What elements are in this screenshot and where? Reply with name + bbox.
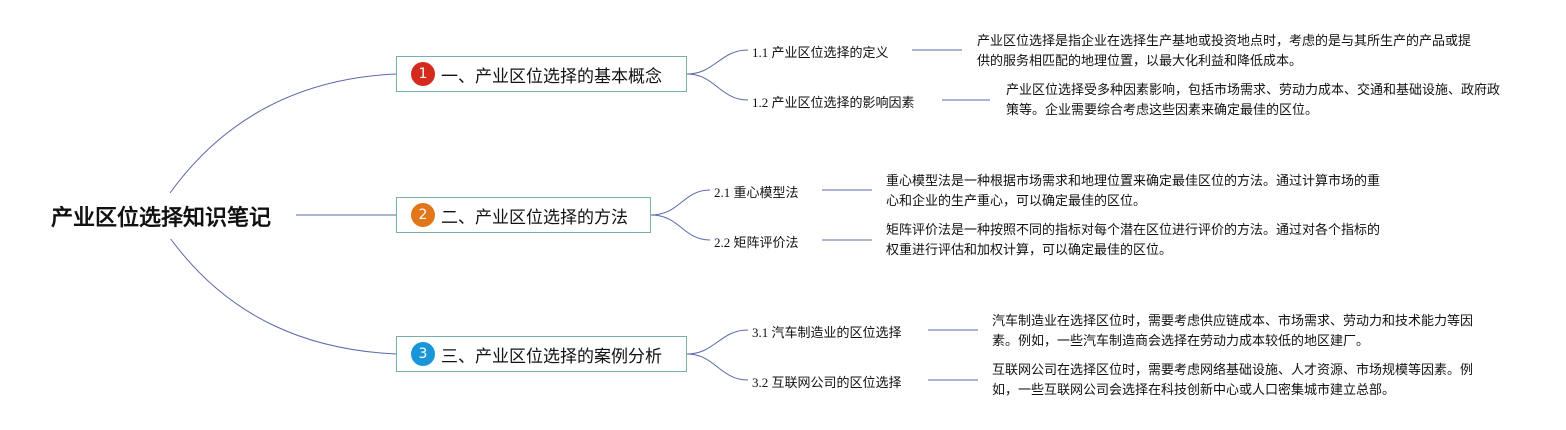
link-branch-2-child-1 — [650, 189, 711, 216]
subtopic-1-2[interactable]: 1.2 产业区位选择的影响因素 — [752, 95, 915, 110]
description-1-1: 产业区位选择是指企业在选择生产基地或投资地点时，考虑的是与其所生产的产品或提供的… — [977, 34, 1472, 69]
number-badge-3: 3 — [411, 342, 435, 366]
description-1-2: 产业区位选择受多种因素影响，包括市场需求、劳动力成本、交通和基础设施、政府政策等… — [1006, 83, 1501, 118]
branch-3[interactable]: 3 三、产业区位选择的案例分析 — [396, 336, 687, 372]
subtopic-1-1[interactable]: 1.1 产业区位选择的定义 — [752, 45, 889, 60]
description-3-1: 汽车制造业在选择区位时，需要考虑供应链成本、市场需求、劳动力和技术能力等因素。例… — [992, 314, 1474, 349]
number-badge-2: 2 — [411, 203, 435, 227]
link-branch-3-child-1 — [686, 329, 749, 355]
link-root-branch-3 — [169, 237, 397, 355]
number-badge-1: 1 — [411, 62, 435, 86]
description-2-2: 矩阵评价法是一种按照不同的指标对每个潜在区位进行评价的方法。通过对各个指标的权重… — [886, 223, 1381, 258]
subtopic-2-1[interactable]: 2.1 重心模型法 — [714, 185, 799, 200]
subtopic-3-2[interactable]: 3.2 互联网公司的区位选择 — [752, 375, 902, 390]
description-3-2: 互联网公司在选择区位时，需要考虑网络基础设施、人才资源、市场规模等因素。例如，一… — [992, 363, 1474, 398]
subtopic-3-1[interactable]: 3.1 汽车制造业的区位选择 — [752, 325, 902, 340]
branch-2-title: 二、产业区位选择的方法 — [441, 207, 628, 228]
link-root-branch-1 — [169, 73, 397, 194]
link-branch-1-child-1 — [686, 49, 749, 75]
link-branch-1-child-2 — [686, 73, 749, 101]
subtopic-2-2[interactable]: 2.2 矩阵评价法 — [714, 235, 799, 250]
description-2-1: 重心模型法是一种根据市场需求和地理位置来确定最佳区位的方法。通过计算市场的重心和… — [886, 174, 1381, 209]
branch-3-title: 三、产业区位选择的案例分析 — [441, 346, 662, 367]
link-branch-2-child-2 — [650, 214, 711, 241]
branch-2[interactable]: 2 二、产业区位选择的方法 — [396, 197, 651, 233]
link-branch-3-child-2 — [686, 353, 749, 381]
root-topic[interactable]: 产业区位选择知识笔记 — [26, 193, 296, 239]
branch-1[interactable]: 1 一、产业区位选择的基本概念 — [396, 56, 687, 92]
branch-1-title: 一、产业区位选择的基本概念 — [441, 66, 662, 87]
root-title: 产业区位选择知识笔记 — [50, 206, 271, 231]
